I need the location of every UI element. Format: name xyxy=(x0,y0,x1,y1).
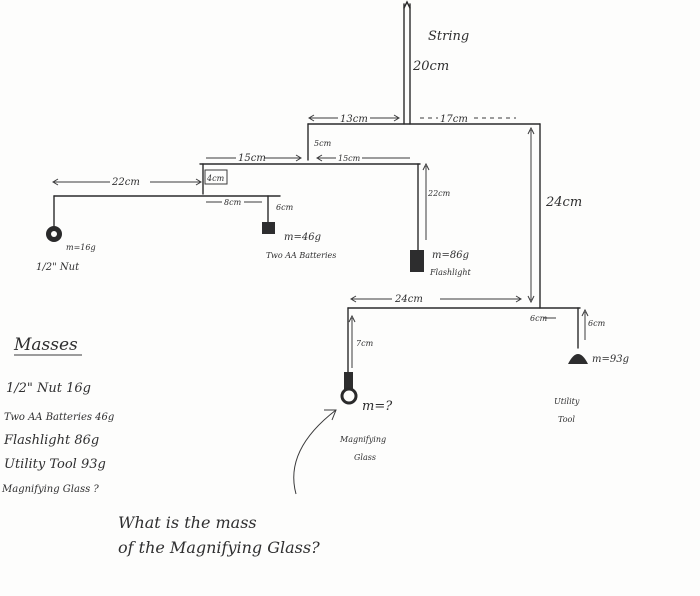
masses-row-magnifier: Magnifying Glass ? xyxy=(1,484,99,495)
masses-row-batteries: Two AA Batteries 46g xyxy=(4,412,114,423)
drop-6-label: 6cm xyxy=(276,203,294,212)
question-line-1: What is the mass xyxy=(118,513,257,532)
magnifier-mass-label: m=? xyxy=(362,399,393,414)
nut-name-label: 1/2" Nut xyxy=(36,262,80,273)
masses-row-tool: Utility Tool 93g xyxy=(4,457,106,472)
string-length-label: 20cm xyxy=(412,59,449,74)
mid-right-arm-label: 15cm xyxy=(338,154,361,163)
short-arm-label: 8cm xyxy=(224,198,242,207)
hang-4-label: 4cm xyxy=(206,174,225,183)
nut xyxy=(46,195,62,242)
top-right-arm-label: 17cm xyxy=(440,114,468,125)
string-label: String xyxy=(428,29,469,44)
top-beam xyxy=(307,114,541,125)
far-left-beam xyxy=(52,178,281,197)
batteries-mass-label: m=46g xyxy=(284,232,321,243)
far-left-arm-label: 22cm xyxy=(111,177,140,188)
masses-row-nut: 1/2" Nut 16g xyxy=(6,381,91,396)
left-hanger xyxy=(202,163,228,195)
masses-heading: Masses xyxy=(13,335,78,355)
middle-beam xyxy=(199,154,421,165)
nut-mass-label: m=16g xyxy=(66,243,96,252)
flashlight-drop-label: 22cm xyxy=(427,189,451,198)
main-string xyxy=(403,0,411,125)
right-drop xyxy=(527,123,541,309)
flashlight-name-label: Flashlight xyxy=(429,268,472,277)
magnifier-name-label-2: Glass xyxy=(354,453,376,462)
utility-tool xyxy=(568,307,589,364)
tool-name-label-1: Utility xyxy=(554,397,580,406)
top-gap-label: 5cm xyxy=(314,139,332,148)
batteries xyxy=(262,195,275,234)
right-drop-label: 24cm xyxy=(545,195,582,210)
lower-arm-label: 24cm xyxy=(394,294,423,305)
flashlight xyxy=(410,162,430,272)
tool-drop-label: 6cm xyxy=(588,319,606,328)
lower-beam xyxy=(347,295,581,319)
tool-mass-label: m=93g xyxy=(592,354,629,365)
tool-name-label-2: Tool xyxy=(558,415,575,424)
lower-left-drop-label: 7cm xyxy=(356,339,374,348)
question-line-2: of the Magnifying Glass? xyxy=(118,538,320,557)
mid-left-arm-label: 15cm xyxy=(238,153,266,164)
flashlight-mass-label: m=86g xyxy=(432,250,469,261)
pointer-arrow xyxy=(293,409,337,495)
masses-row-flashlight: Flashlight 86g xyxy=(3,433,99,448)
magnifying-glass xyxy=(340,307,358,405)
magnifier-name-label-1: Magnifying xyxy=(339,435,386,444)
lower-right-arm-label: 6cm xyxy=(530,314,548,323)
batteries-name-label: Two AA Batteries xyxy=(266,251,336,260)
top-left-arm-label: 13cm xyxy=(340,114,368,125)
